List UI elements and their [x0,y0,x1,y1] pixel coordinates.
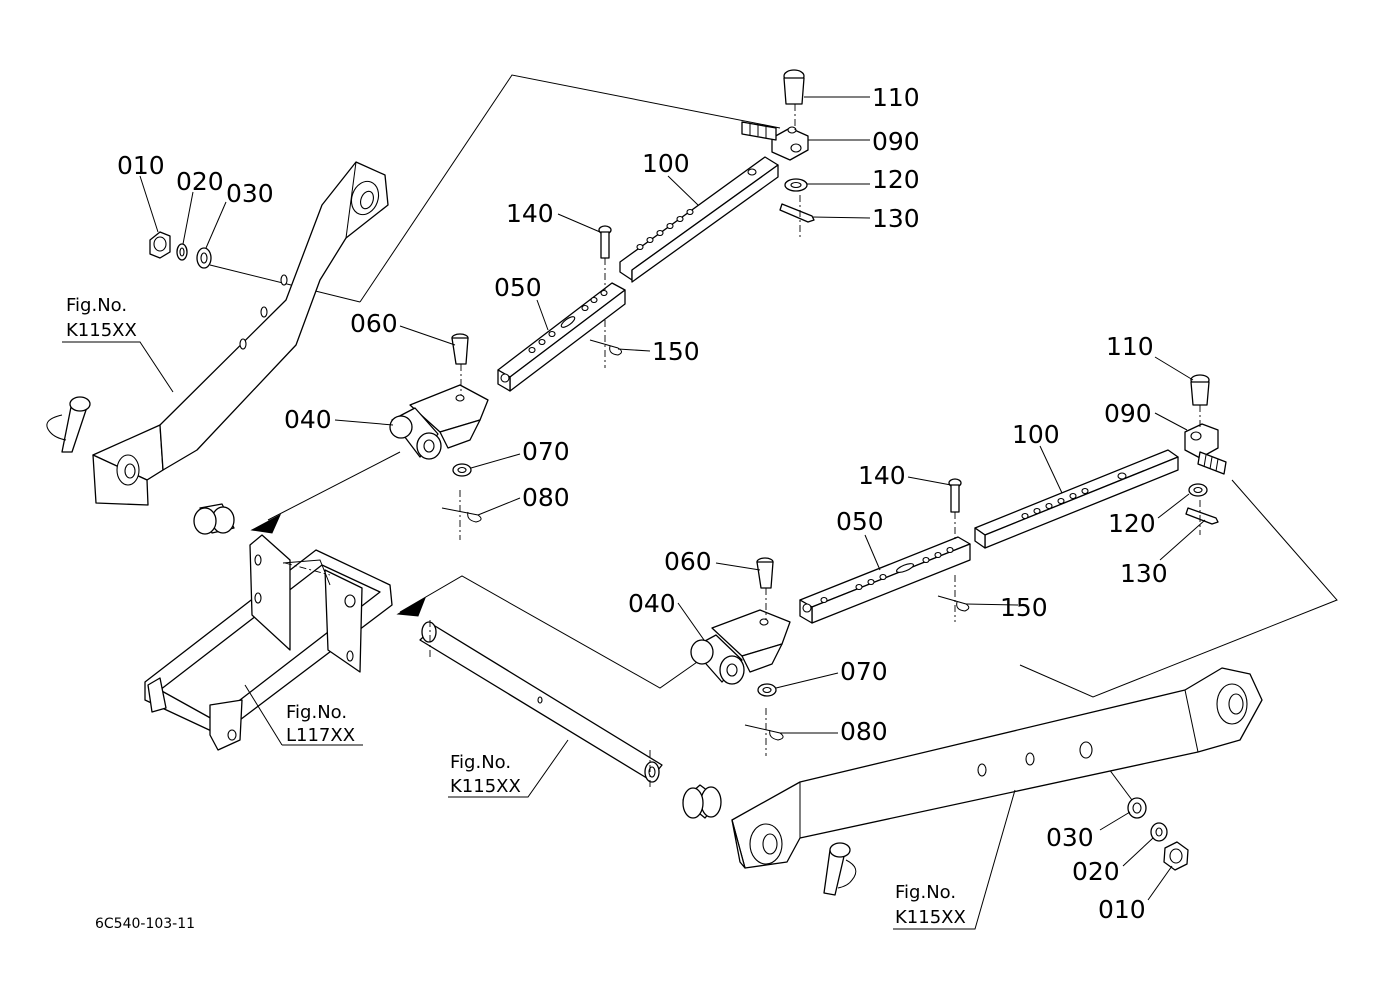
lower-right-pin [823,842,857,896]
fig-ref-lower-right-code: K115XX [895,907,966,928]
callout-upper-110: 110 [872,83,920,112]
leader-lines [62,96,1206,930]
callout-upper-140: 140 [506,199,554,228]
callout-lower-080: 080 [840,717,888,746]
callout-lower-140: 140 [858,461,906,490]
upper-top-link-assembly [389,69,815,540]
callout-upper-090: 090 [872,127,920,156]
callout-upper-100: 100 [642,149,690,178]
callout-lower-110: 110 [1106,332,1154,361]
callout-lower-060: 060 [664,547,712,576]
fig-ref-lower-right-prefix: Fig.No. [895,882,956,903]
callout-lower-090: 090 [1104,399,1152,428]
lower-right-hardware [1127,797,1189,871]
callout-lower-040: 040 [628,589,676,618]
callout-upper-020: 020 [176,167,224,196]
callout-lower-150: 150 [1000,593,1048,622]
fig-references: Fig.No. K115XX Fig.No. L117XX Fig.No. K1… [66,295,966,928]
callout-lower-020: 020 [1072,857,1120,886]
upper-left-lower-link [92,161,389,506]
fig-ref-upper-left-prefix: Fig.No. [66,295,127,316]
lower-right-bushing [682,784,722,819]
arrow-left [250,513,282,534]
fig-ref-frame-prefix: Fig.No. [286,702,347,723]
callout-lower-070: 070 [840,657,888,686]
callout-upper-030: 030 [226,179,274,208]
fig-ref-frame-code: L117XX [286,725,355,746]
callout-upper-120: 120 [872,165,920,194]
fig-ref-upper-left-code: K115XX [66,320,137,341]
callout-lower-130: 130 [1120,559,1168,588]
callout-lower-050: 050 [836,507,884,536]
upper-left-pin [46,396,91,453]
callout-lower-030: 030 [1046,823,1094,852]
arrow-right [396,596,426,617]
callout-upper-130: 130 [872,204,920,233]
callout-lower-120: 120 [1108,509,1156,538]
callout-lower-010: 010 [1098,895,1146,924]
callout-upper-070: 070 [522,437,570,466]
callouts-lower: 010 020 030 040 050 060 070 080 090 100 … [628,332,1168,924]
callouts-upper: 010 020 030 040 050 060 070 080 090 100 … [117,83,920,512]
fig-ref-cross-shaft-code: K115XX [450,776,521,797]
callout-upper-080: 080 [522,483,570,512]
callout-upper-150: 150 [652,337,700,366]
callout-upper-060: 060 [350,309,398,338]
callout-upper-010: 010 [117,151,165,180]
upper-left-hardware [149,231,212,269]
fig-ref-cross-shaft-prefix: Fig.No. [450,752,511,773]
callout-lower-100: 100 [1012,420,1060,449]
left-bushing [193,503,235,535]
callout-upper-050: 050 [494,273,542,302]
callout-upper-040: 040 [284,405,332,434]
lower-top-link-assembly [690,374,1227,756]
lower-right-lower-link [731,667,1263,869]
arrows [250,513,426,617]
cross-shaft [419,620,663,790]
diagram-code: 6C540-103-11 [95,916,195,932]
frame [144,534,393,751]
